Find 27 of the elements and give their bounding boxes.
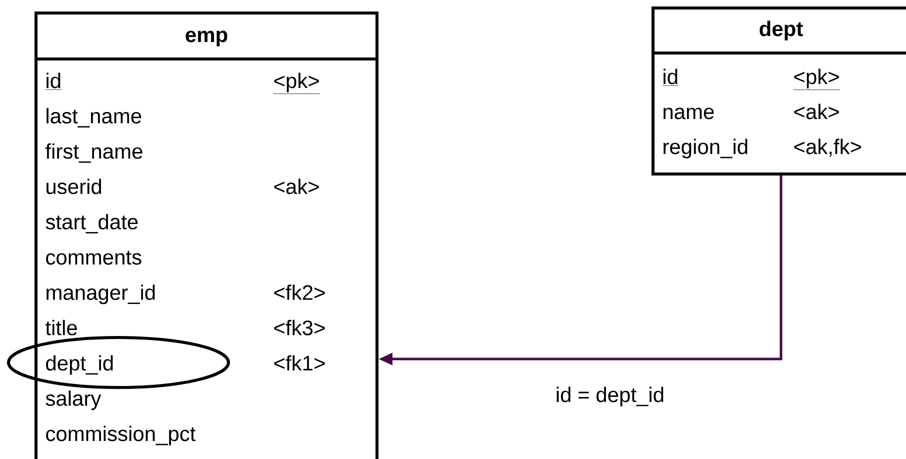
column-name: dept_id <box>46 355 113 375</box>
table-box <box>652 6 906 176</box>
key-label: <ak> <box>274 178 319 194</box>
key-label: <fk1> <box>274 355 325 370</box>
table-box <box>34 12 378 459</box>
key-label: <ak> <box>794 104 839 120</box>
table-header: emp <box>186 30 228 46</box>
column-name: name <box>664 108 714 120</box>
table-header: dept <box>760 20 803 40</box>
column-name: manager_id <box>46 284 155 304</box>
key-label: <pk> <box>793 68 840 90</box>
edge-label: id = dept_id <box>554 386 666 408</box>
column-name: userid <box>46 178 102 194</box>
key-label: <fk3> <box>274 320 325 336</box>
key-label: <pk> <box>273 72 320 94</box>
column-name: id <box>662 68 679 86</box>
column-name: salary <box>46 390 102 410</box>
column-name: start_date <box>46 214 138 234</box>
column-name: last_name <box>46 108 142 128</box>
key-label: <ak,fk> <box>794 138 862 157</box>
column-name: commission_pct <box>46 426 196 446</box>
column-name: region_id <box>664 138 748 158</box>
column-name: title <box>46 320 77 336</box>
column-name: id <box>45 72 62 90</box>
column-name: first_name <box>46 143 142 163</box>
column-name: comments <box>46 250 142 265</box>
key-label: <fk2> <box>274 284 325 300</box>
